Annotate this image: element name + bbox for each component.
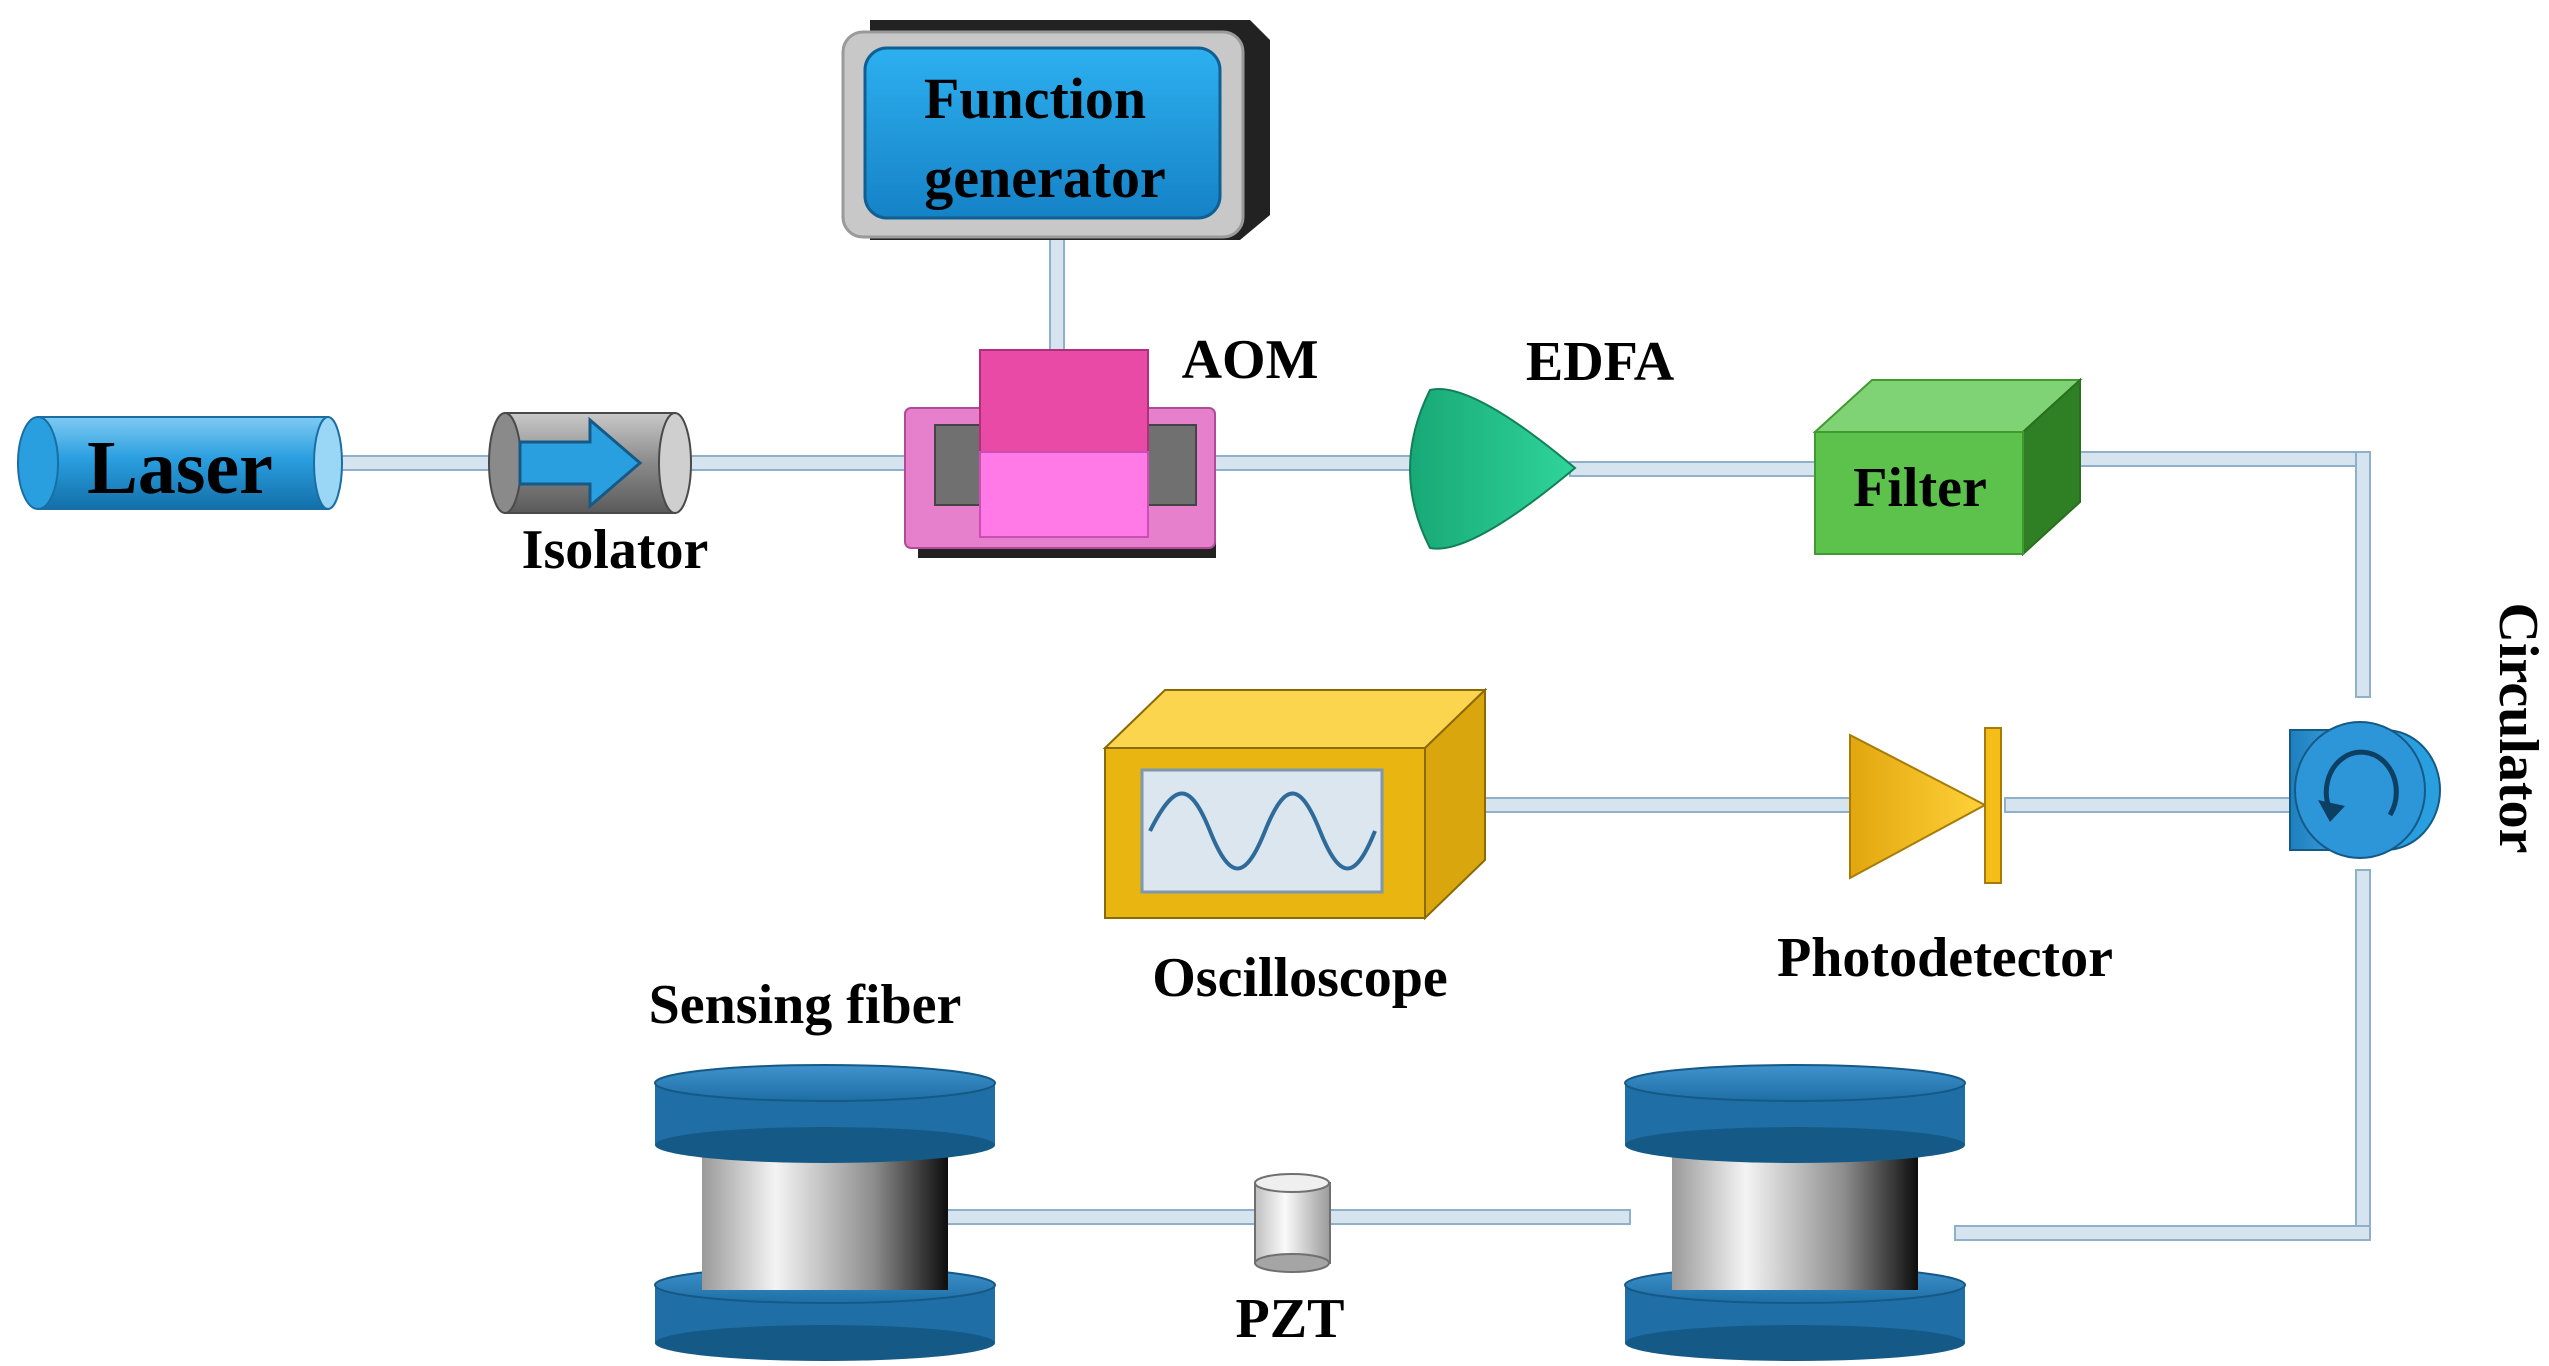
isolator-label: Isolator <box>522 519 709 581</box>
rotation-arrow-icon <box>2323 749 2399 817</box>
circulator: Circulator <box>2289 603 2549 859</box>
filter-label: Filter <box>1853 457 1987 519</box>
circulator-label: Circulator <box>2487 603 2549 854</box>
aom-label: AOM <box>1182 329 1319 391</box>
fiber-laser-isolator <box>324 455 501 471</box>
fiber-filter-right <box>2074 451 2371 467</box>
fiber-pzt-spool2 <box>1329 1209 1631 1225</box>
oscilloscope: Oscilloscope <box>1102 687 1488 1009</box>
photodetector-label: Photodetector <box>1777 927 2113 989</box>
oscilloscope-label: Oscilloscope <box>1152 947 1448 1009</box>
fiber-pd-osc <box>1484 797 1851 813</box>
waveform-icon <box>1148 791 1377 871</box>
photodetector: Photodetector <box>1777 727 2113 989</box>
fiber-bottom-right <box>1954 1225 2371 1241</box>
function-generator: Function generator <box>841 20 1270 240</box>
laser-source: Laser <box>17 416 343 510</box>
fiber-spool-pzt <box>944 1209 1256 1225</box>
laser-label: Laser <box>87 426 273 510</box>
fiber-func-aom <box>1049 231 1065 363</box>
fiber-isolator-aom <box>684 455 926 471</box>
filter: Filter <box>1812 377 2083 557</box>
sensing-fiber-spool-right <box>1624 1064 1966 1361</box>
sensing-fiber-spool-left: Sensing fiber <box>649 974 996 1361</box>
sensing-fiber-label: Sensing fiber <box>649 974 962 1036</box>
fiber-circ-pd <box>2004 797 2306 813</box>
aom: AOM <box>904 329 1319 558</box>
edfa-label: EDFA <box>1526 331 1675 393</box>
arrow-right-icon <box>518 416 643 510</box>
pzt-label: PZT <box>1236 1288 1345 1350</box>
function-generator-label-line2: generator <box>924 145 1166 210</box>
fiber-edfa-filter <box>1569 461 1816 477</box>
isolator: Isolator <box>488 412 709 581</box>
fiber-right-down-2 <box>2355 869 2371 1241</box>
fiber-aom-edfa <box>1209 455 1421 471</box>
fiber-right-down-1 <box>2355 451 2371 698</box>
pzt: PZT <box>1236 1173 1345 1350</box>
edfa-amplifier: EDFA <box>1409 331 1675 550</box>
function-generator-label-line1: Function <box>924 66 1146 131</box>
